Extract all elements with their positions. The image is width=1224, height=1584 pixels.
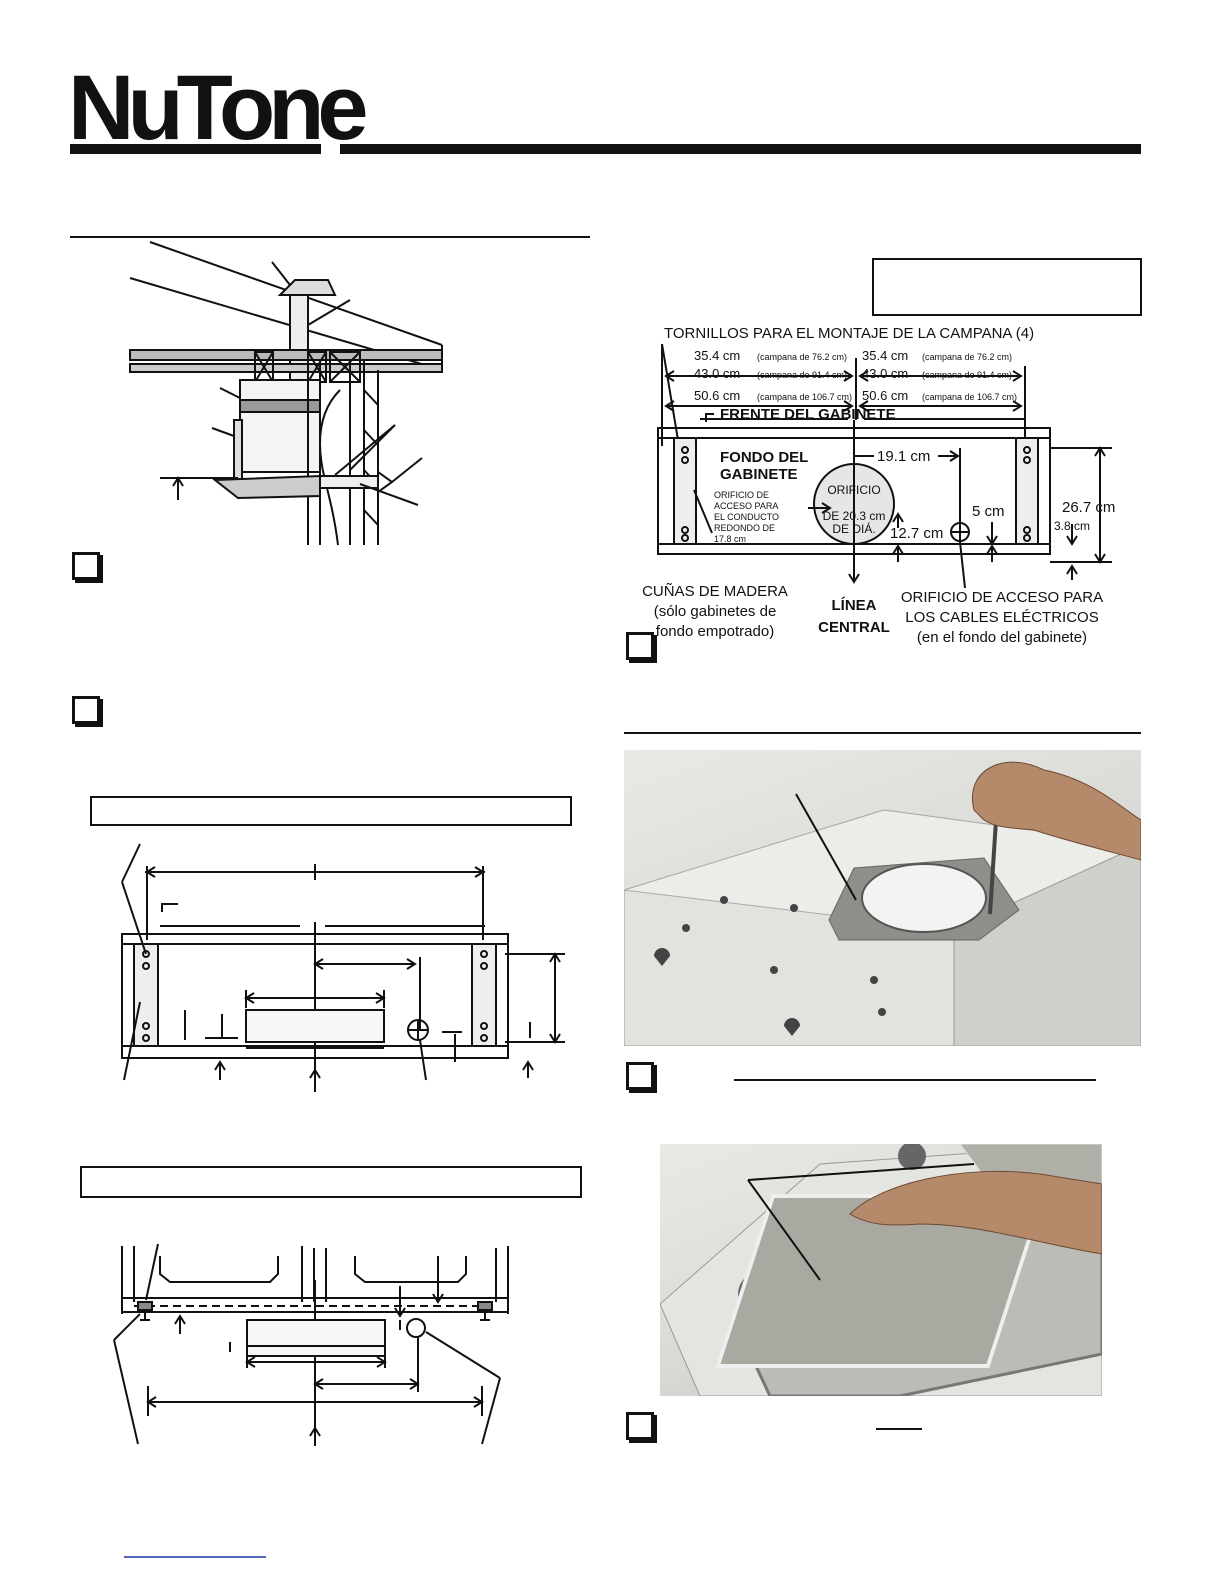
screws-label: TORNILLOS PARA EL MONTAJE DE LA CAMPANA … — [664, 325, 1034, 342]
bottom-label-1: FONDO DEL — [720, 449, 808, 466]
wire-label-2: LOS CABLES ELÉCTRICOS — [905, 609, 1098, 626]
logo-underline — [70, 144, 321, 154]
centerline-label-1: LÍNEA — [832, 597, 877, 614]
dim-left-3: 50.6 cm — [694, 388, 740, 403]
dim-right-1: 35.4 cm — [862, 348, 908, 363]
dim-3: 3.8 cm — [1054, 519, 1090, 533]
cabinet-frame-diagram — [113, 1243, 509, 1446]
header-bar — [340, 144, 1141, 154]
right-section-rule — [624, 732, 1141, 734]
access-label-3: EL CONDUCTO — [714, 512, 779, 522]
dim-left-2: 43.0 cm — [694, 366, 740, 381]
access-label-4: REDONDO DE — [714, 523, 775, 533]
front-label: FRENTE DEL GABINETE — [720, 406, 896, 423]
dim-12: 12.7 cm — [890, 525, 943, 542]
filter-illustration — [660, 1144, 1102, 1396]
dim-left-2-note: (campana de 91.4 cm) — [757, 370, 847, 380]
dim-19: 19.1 cm — [877, 448, 930, 465]
step-checkbox[interactable] — [626, 1062, 654, 1090]
wire-label-3: (en el fondo del gabinete) — [917, 629, 1087, 646]
wire-label-1: ORIFICIO DE ACCESO PARA — [901, 589, 1103, 606]
wedges-label-2: (sólo gabinetes de — [654, 603, 777, 620]
step-checkbox[interactable] — [626, 632, 654, 660]
dim-right-2: 43.0 cm — [862, 366, 908, 381]
filter-photo — [660, 1144, 1102, 1396]
access-label-1: ORIFICIO DE — [714, 490, 769, 500]
left-label-box-1 — [90, 796, 572, 826]
dim-right-1-note: (campana de 76.2 cm) — [922, 352, 1012, 362]
step-underline-short — [876, 1428, 922, 1430]
left-label-box-2 — [80, 1166, 582, 1198]
wedges-label-1: CUÑAS DE MADERA — [642, 583, 788, 600]
step-underline — [734, 1079, 1096, 1081]
centerline-label-2: CENTRAL — [818, 619, 890, 636]
hole-label-1: ORIFICIO — [827, 483, 880, 497]
hole-label-2: DE 20.3 cm — [823, 509, 886, 523]
hole-label-3: DE DIÁ. — [832, 521, 875, 536]
dim-left-1: 35.4 cm — [694, 348, 740, 363]
bottom-label-2: GABINETE — [720, 466, 798, 483]
left-section-rule — [70, 236, 590, 238]
footer-rule — [124, 1556, 266, 1558]
dim-right-3-note: (campana de 106.7 cm) — [922, 392, 1017, 402]
cabinet-rect-duct-diagram — [121, 843, 565, 1092]
hood-top-photo — [624, 750, 1141, 1046]
step-checkbox[interactable] — [72, 552, 100, 580]
access-label-5: 17.8 cm — [714, 534, 746, 544]
dim-left-1-note: (campana de 76.2 cm) — [757, 352, 847, 362]
dim-right-2-note: (campana de 91.4 cm) — [922, 370, 1012, 380]
dim-5: 5 cm — [972, 503, 1005, 520]
nutone-logo: NuTone — [68, 57, 369, 159]
roof-duct-diagram — [129, 241, 443, 546]
step-checkbox[interactable] — [72, 696, 100, 724]
wedges-label-3: fondo empotrado) — [656, 623, 774, 640]
dim-left-3-note: (campana de 106.7 cm) — [757, 392, 852, 402]
right-label-box — [872, 258, 1142, 316]
hood-top-illustration — [624, 761, 1141, 1046]
access-label-2: ACCESO PARA — [714, 501, 778, 511]
cabinet-round-duct-diagram: TORNILLOS PARA EL MONTAJE DE LA CAMPANA … — [642, 325, 1115, 646]
dim-right-3: 50.6 cm — [862, 388, 908, 403]
dim-26: 26.7 cm — [1062, 499, 1115, 516]
step-checkbox[interactable] — [626, 1412, 654, 1440]
